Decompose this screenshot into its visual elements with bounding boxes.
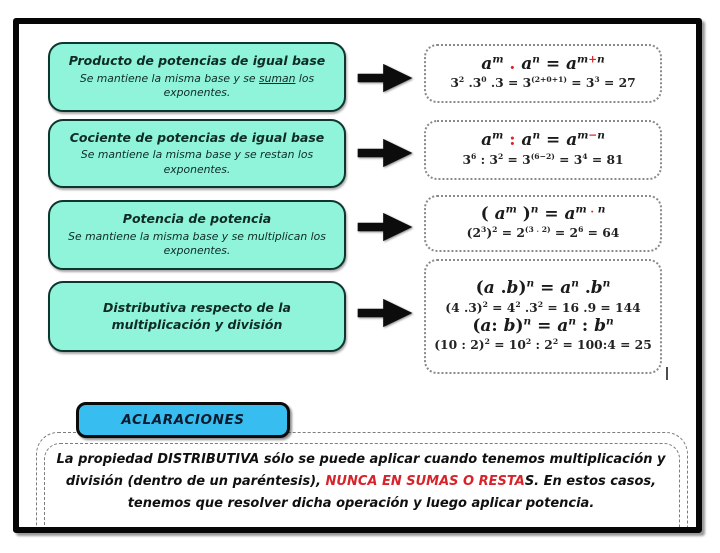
aclaraciones-badge: ACLARACIONES bbox=[76, 402, 290, 438]
formula-line: ( am )n = am . n bbox=[480, 203, 606, 224]
property-card-producto: Producto de potencias de igual base Se m… bbox=[48, 42, 346, 112]
property-card-potencia-de-potencia: Potencia de potencia Se mantiene la mism… bbox=[48, 200, 346, 270]
formula-example-line: 32 .30 .3 = 3(2+0+1) = 33 = 27 bbox=[450, 75, 636, 91]
right-arrow-icon bbox=[357, 212, 413, 242]
property-title: Cociente de potencias de igual base bbox=[69, 129, 325, 145]
property-title: Distributiva respecto de la multiplicaci… bbox=[103, 300, 291, 332]
formula-example-line: (10 : 2)2 = 102 : 22 = 100:4 = 25 bbox=[434, 336, 652, 353]
formula-card-potencia-de-potencia: ( am )n = am . n(23)2 = 2(3 . 2) = 26 = … bbox=[424, 195, 662, 252]
right-arrow-icon bbox=[357, 298, 413, 328]
property-subtitle: Se mantiene la misma base y se suman los… bbox=[79, 71, 315, 100]
clarification-inner-dashed-box bbox=[44, 443, 680, 529]
formula-example-line: 36 : 32 = 3(6−2) = 34 = 81 bbox=[462, 151, 624, 167]
formula-line: (a: b)n = an : bn bbox=[472, 314, 614, 336]
clarification-note-text: La propiedad DISTRIBUTIVA sólo se puede … bbox=[56, 452, 666, 511]
property-card-distributiva: Distributiva respecto de la multiplicaci… bbox=[48, 281, 346, 352]
formula-line: am : an = am−n bbox=[481, 129, 605, 151]
property-title: Potencia de potencia bbox=[122, 211, 272, 227]
formula-line: (a .b)n = an .bn bbox=[475, 277, 611, 299]
formula-card-distributiva: (a .b)n = an .bn(4 .3)2 = 42 .32 = 16 .9… bbox=[424, 259, 662, 374]
property-card-cociente: Cociente de potencias de igual base Se m… bbox=[48, 119, 346, 188]
right-arrow-icon bbox=[357, 63, 413, 93]
property-title: Producto de potencias de igual base bbox=[68, 53, 326, 69]
formula-line: am . an = am+n bbox=[481, 53, 605, 74]
clarification-outer-dashed-box bbox=[36, 432, 688, 529]
text-cursor-mark bbox=[666, 367, 668, 380]
right-arrow-icon bbox=[357, 138, 413, 168]
property-subtitle: Se mantiene la misma base y se multiplic… bbox=[68, 229, 326, 258]
property-subtitle: Se mantiene la misma base y se restan lo… bbox=[80, 148, 314, 176]
formula-example-line: (23)2 = 2(3 . 2) = 26 = 64 bbox=[466, 225, 620, 241]
formula-example-line: (4 .3)2 = 42 .32 = 16 .9 = 144 bbox=[445, 299, 641, 315]
